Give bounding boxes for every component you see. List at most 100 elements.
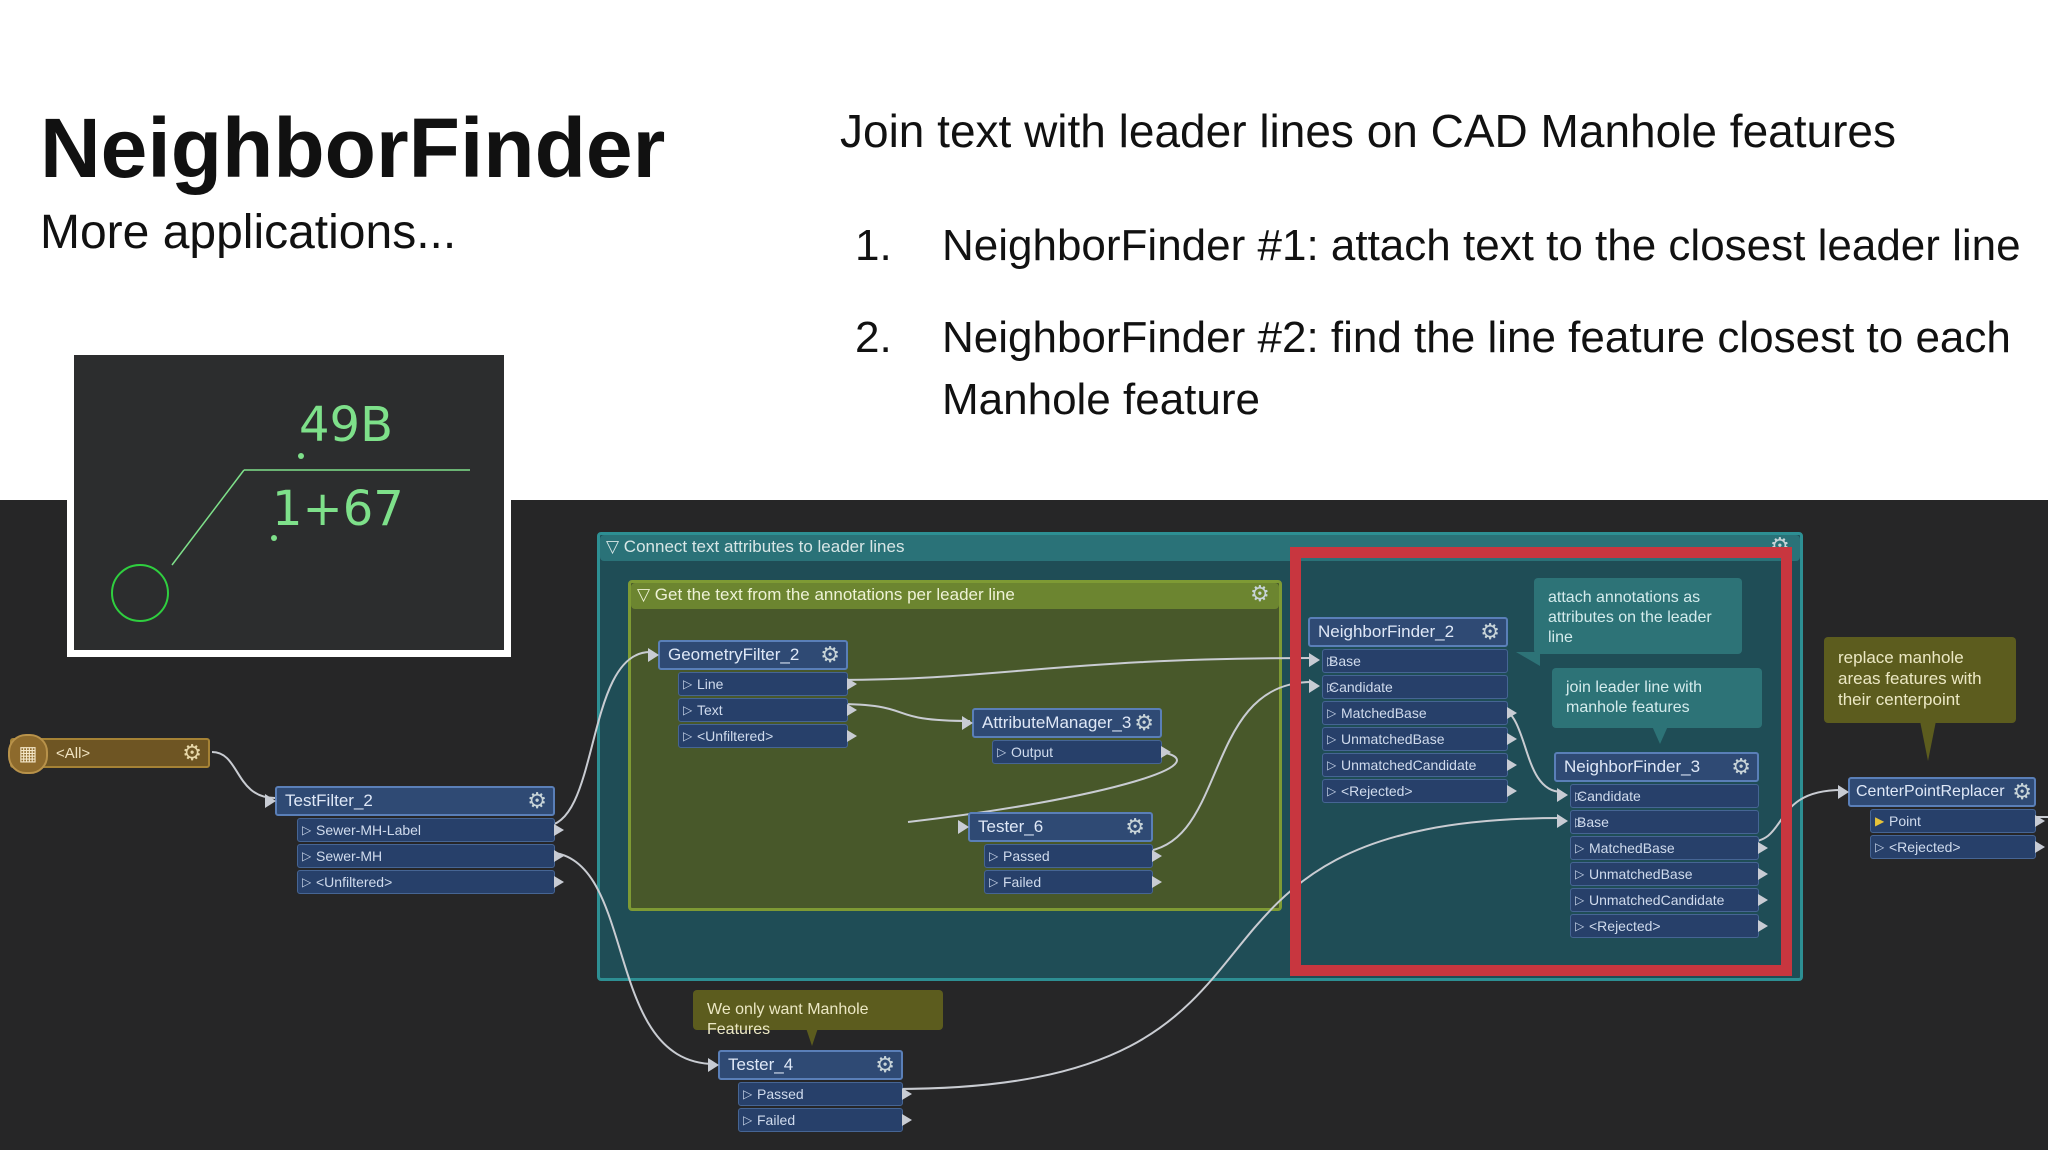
gear-icon[interactable]: ⚙ (1250, 581, 1270, 606)
transformer-header[interactable]: Tester_6 ⚙ (958, 812, 1153, 842)
port-arrow-icon[interactable] (554, 850, 564, 862)
transformer-header[interactable]: Tester_4 ⚙ (708, 1050, 903, 1080)
port-arrow-icon[interactable] (1758, 920, 1768, 932)
transformer-testfilter[interactable]: TestFilter_2 ⚙ Sewer-MH-Label Sewer-MH <… (265, 786, 564, 894)
port-label: MatchedBase (1589, 840, 1675, 856)
input-port-candidate[interactable]: Candidate (1557, 784, 1759, 808)
input-port-base[interactable]: Base (1309, 649, 1508, 673)
cad-label-top: 49B (299, 397, 394, 453)
port-arrow-icon[interactable] (1152, 876, 1162, 888)
port-arrow-icon[interactable] (1758, 842, 1768, 854)
port-arrow-icon[interactable] (2035, 841, 2045, 853)
output-port[interactable]: <Rejected> (1870, 835, 2045, 859)
input-port-base[interactable]: Base (1557, 810, 1759, 834)
output-port[interactable]: <Unfiltered> (297, 870, 564, 894)
output-port[interactable]: Passed (738, 1082, 912, 1106)
gear-icon[interactable]: ⚙ (1731, 754, 1751, 779)
transformer-tester4[interactable]: Tester_4 ⚙ Passed Failed (708, 1050, 912, 1132)
transformer-header[interactable]: AttributeManager_3 ⚙ (962, 708, 1162, 738)
output-port[interactable]: Failed (984, 870, 1162, 894)
port-label: <Rejected> (1889, 839, 1961, 855)
port-arrow-icon[interactable] (902, 1088, 912, 1100)
wire (894, 817, 1563, 1090)
output-port[interactable]: Sewer-MH (297, 844, 564, 868)
output-port[interactable]: Point (1870, 809, 2045, 833)
port-arrow-icon[interactable] (1758, 894, 1768, 906)
gear-icon[interactable]: ⚙ (182, 740, 202, 765)
bookmark-label: ▽ Get the text from the annotations per … (637, 585, 1015, 604)
gear-icon[interactable]: ⚙ (820, 642, 840, 667)
transformer-header[interactable]: NeighborFinder_2 ⚙ (1308, 617, 1508, 647)
input-port-icon[interactable] (648, 648, 659, 662)
input-port-icon[interactable] (1309, 679, 1320, 693)
transformer-neighborfinder-2[interactable]: NeighborFinder_2 ⚙ Base Candidate Matche… (1308, 617, 1517, 803)
output-port[interactable]: MatchedBase (1570, 836, 1768, 860)
input-port-candidate[interactable]: Candidate (1309, 675, 1508, 699)
port-arrow-icon[interactable] (1758, 868, 1768, 880)
port-arrow-icon[interactable] (847, 730, 857, 742)
annotation-attach[interactable]: attach annotations as attributes on the … (1534, 578, 1742, 654)
annotation-replace[interactable]: replace manhole areas features with thei… (1824, 637, 2016, 723)
transformer-header[interactable]: TestFilter_2 ⚙ (265, 786, 555, 816)
input-port-icon[interactable] (1838, 785, 1849, 799)
output-port[interactable]: UnmatchedBase (1322, 727, 1517, 751)
bookmark-header[interactable] (631, 583, 1279, 609)
input-port-icon[interactable] (265, 794, 276, 808)
list-number: 2. (855, 313, 892, 362)
port-arrow-icon[interactable] (1507, 759, 1517, 771)
port-arrow-icon[interactable] (847, 678, 857, 690)
transformer-header[interactable]: NeighborFinder_3 ⚙ (1554, 752, 1759, 782)
port-arrow-icon[interactable] (2035, 815, 2045, 827)
input-port-icon[interactable] (962, 716, 973, 730)
input-port-icon[interactable] (958, 820, 969, 834)
transformer-neighborfinder-3[interactable]: NeighborFinder_3 ⚙ Candidate Base Matche… (1554, 752, 1768, 938)
port-arrow-icon[interactable] (1161, 746, 1171, 758)
annotation-tail (1516, 652, 1540, 666)
output-port[interactable]: Line (678, 672, 857, 696)
transformer-centerpointreplacer[interactable]: CenterPointReplacer ⚙ Point <Rejected> (1838, 777, 2045, 859)
gear-icon[interactable]: ⚙ (2012, 779, 2032, 804)
input-port-icon[interactable] (1309, 653, 1320, 667)
output-port[interactable]: <Rejected> (1322, 779, 1517, 803)
annotation-join[interactable]: join leader line with manhole features (1552, 668, 1762, 728)
input-port-icon[interactable] (1557, 788, 1568, 802)
feature-reader[interactable]: <All> ⚙ ▦ (8, 734, 210, 774)
output-port[interactable]: UnmatchedBase (1570, 862, 1768, 886)
transformer-name: NeighborFinder_3 (1564, 757, 1701, 776)
output-port[interactable]: UnmatchedCandidate (1322, 753, 1517, 777)
output-port[interactable]: Passed (984, 844, 1162, 868)
port-arrow-icon[interactable] (902, 1114, 912, 1126)
port-arrow-icon[interactable] (554, 876, 564, 888)
output-port[interactable]: <Rejected> (1570, 914, 1768, 938)
output-port[interactable]: Sewer-MH-Label (297, 818, 564, 842)
input-port-icon[interactable] (1557, 814, 1568, 828)
output-port[interactable]: Failed (738, 1108, 912, 1132)
wire (544, 851, 716, 1065)
port-arrow-icon[interactable] (1507, 785, 1517, 797)
annotation-manhole-only[interactable]: We only want Manhole Features (693, 990, 943, 1038)
port-arrow-icon[interactable] (1507, 733, 1517, 745)
port-arrow-icon[interactable] (1507, 707, 1517, 719)
transformer-name: NeighborFinder_2 (1318, 622, 1455, 641)
input-port-icon[interactable] (708, 1058, 719, 1072)
output-port[interactable]: <Unfiltered> (678, 724, 857, 748)
output-port[interactable]: MatchedBase (1322, 701, 1517, 725)
gear-icon[interactable]: ⚙ (527, 788, 547, 813)
gear-icon[interactable]: ⚙ (1134, 710, 1154, 735)
gear-icon[interactable]: ⚙ (1125, 814, 1145, 839)
reader-icon[interactable]: ▦ (8, 734, 48, 774)
output-port[interactable]: Output (992, 740, 1171, 764)
output-port[interactable]: Text (678, 698, 857, 722)
output-port[interactable]: UnmatchedCandidate (1570, 888, 1768, 912)
port-arrow-icon[interactable] (554, 824, 564, 836)
gear-icon[interactable]: ⚙ (1480, 619, 1500, 644)
port-label: Base (1577, 814, 1609, 830)
transformer-tester6[interactable]: Tester_6 ⚙ Passed Failed (958, 812, 1162, 894)
transformer-geometryfilter[interactable]: GeometryFilter_2 ⚙ Line Text <Unfiltered… (648, 640, 857, 748)
transformer-header[interactable]: CenterPointReplacer ⚙ (1838, 777, 2036, 807)
port-arrow-icon[interactable] (1152, 850, 1162, 862)
transformer-attributemanager[interactable]: AttributeManager_3 ⚙ Output (962, 708, 1171, 764)
gear-icon[interactable]: ⚙ (875, 1052, 895, 1077)
port-arrow-icon[interactable] (847, 704, 857, 716)
transformer-header[interactable]: GeometryFilter_2 ⚙ (648, 640, 848, 670)
